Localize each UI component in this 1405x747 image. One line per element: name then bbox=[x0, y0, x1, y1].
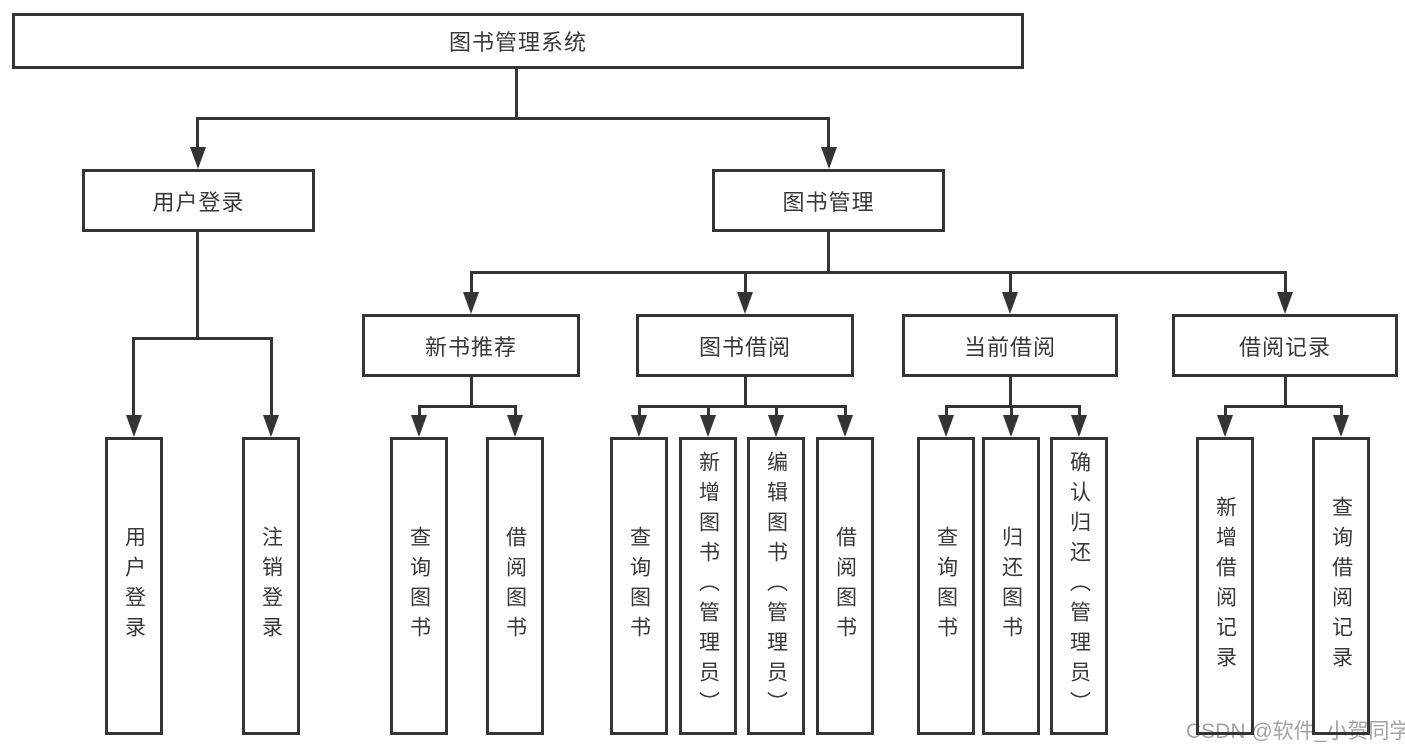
leaf-label: 新增图书（管理员） bbox=[696, 451, 720, 721]
arrow-down-icon bbox=[1003, 415, 1019, 437]
connector-line bbox=[470, 377, 473, 408]
leaf-label: 查询借阅记录 bbox=[1329, 496, 1353, 676]
leaf-label: 借阅图书 bbox=[503, 526, 527, 646]
arrow-down-icon bbox=[1333, 415, 1349, 437]
leaf-query-books-borrowing: 查询图书 bbox=[610, 437, 668, 735]
connector-line bbox=[196, 117, 199, 150]
connector-line bbox=[1009, 271, 1012, 294]
watermark: CSDN @软件_小贺同学 bbox=[1186, 720, 1405, 743]
connector-line bbox=[707, 405, 710, 417]
arrow-down-icon bbox=[463, 292, 479, 314]
connector-line bbox=[196, 232, 199, 337]
node-label: 图书管理 bbox=[782, 189, 875, 215]
leaf-label: 归还图书 bbox=[999, 526, 1023, 646]
leaf-query-books-recommend: 查询图书 bbox=[390, 437, 448, 735]
node-current-borrowing: 当前借阅 bbox=[902, 314, 1118, 377]
connector-line bbox=[132, 337, 135, 417]
node-label: 借阅记录 bbox=[1238, 334, 1331, 360]
connector-line bbox=[1340, 405, 1343, 417]
leaf-confirm-return-admin: 确认归还（管理员） bbox=[1050, 437, 1108, 735]
connector-line bbox=[638, 405, 641, 417]
leaf-label: 查询图书 bbox=[934, 526, 958, 646]
connector-line bbox=[1284, 271, 1287, 294]
leaf-query-borrow-record: 查询借阅记录 bbox=[1312, 437, 1370, 735]
arrow-down-icon bbox=[737, 292, 753, 314]
node-book-borrowing: 图书借阅 bbox=[636, 314, 854, 377]
node-library-system-root: 图书管理系统 bbox=[12, 13, 1024, 69]
node-book-management: 图书管理 bbox=[712, 169, 945, 232]
arrow-down-icon bbox=[700, 415, 716, 437]
leaf-label: 查询图书 bbox=[407, 526, 431, 646]
connector-line bbox=[1284, 377, 1287, 408]
node-label: 新书推荐 bbox=[424, 334, 517, 360]
connector-line bbox=[844, 405, 847, 417]
connector-line bbox=[418, 405, 517, 408]
leaf-user-login: 用户登录 bbox=[105, 437, 163, 735]
node-label: 用户登录 bbox=[152, 189, 245, 215]
leaf-label: 注销登录 bbox=[259, 526, 283, 646]
connector-line bbox=[1009, 377, 1012, 408]
arrow-down-icon bbox=[1277, 292, 1293, 314]
connector-line bbox=[1224, 405, 1342, 408]
arrow-down-icon bbox=[126, 415, 142, 437]
connector-line bbox=[132, 337, 273, 340]
leaf-add-book-admin: 新增图书（管理员） bbox=[679, 437, 737, 735]
leaf-label: 确认归还（管理员） bbox=[1067, 451, 1091, 721]
leaf-borrow-books-recommend: 借阅图书 bbox=[486, 437, 544, 735]
leaf-add-borrow-record: 新增借阅记录 bbox=[1196, 437, 1254, 735]
arrow-down-icon bbox=[263, 415, 279, 437]
connector-line bbox=[270, 337, 273, 417]
node-new-book-recommend: 新书推荐 bbox=[362, 314, 580, 377]
arrow-down-icon bbox=[1217, 415, 1233, 437]
connector-line bbox=[1224, 405, 1227, 417]
leaf-label: 编辑图书（管理员） bbox=[764, 451, 788, 721]
leaf-borrow-books-borrowing: 借阅图书 bbox=[816, 437, 874, 735]
arrow-down-icon bbox=[1002, 292, 1018, 314]
leaf-label: 查询图书 bbox=[627, 526, 651, 646]
connector-line bbox=[470, 271, 473, 294]
node-borrow-records: 借阅记录 bbox=[1172, 314, 1398, 377]
connector-line bbox=[470, 271, 1287, 274]
leaf-logout: 注销登录 bbox=[242, 437, 300, 735]
connector-line bbox=[945, 405, 948, 417]
leaf-return-book: 归还图书 bbox=[982, 437, 1040, 735]
arrow-down-icon bbox=[631, 415, 647, 437]
connector-line bbox=[196, 117, 830, 120]
connector-line bbox=[827, 117, 830, 150]
connector-line bbox=[775, 405, 778, 417]
connector-line bbox=[1078, 405, 1081, 417]
connector-line bbox=[514, 405, 517, 417]
connector-line bbox=[638, 405, 846, 408]
arrow-down-icon bbox=[938, 415, 954, 437]
leaf-label: 借阅图书 bbox=[833, 526, 857, 646]
arrow-down-icon bbox=[768, 415, 784, 437]
connector-line bbox=[515, 68, 518, 118]
arrow-down-icon bbox=[190, 147, 206, 169]
arrow-down-icon bbox=[837, 415, 853, 437]
connector-line bbox=[744, 377, 747, 408]
connector-line bbox=[1010, 405, 1013, 417]
leaf-query-books-current: 查询图书 bbox=[917, 437, 975, 735]
connector-line bbox=[827, 232, 830, 272]
leaf-edit-book-admin: 编辑图书（管理员） bbox=[747, 437, 805, 735]
arrow-down-icon bbox=[411, 415, 427, 437]
node-label: 图书借阅 bbox=[698, 334, 791, 360]
leaf-label: 用户登录 bbox=[122, 526, 146, 646]
arrow-down-icon bbox=[821, 147, 837, 169]
arrow-down-icon bbox=[1071, 415, 1087, 437]
connector-line bbox=[744, 271, 747, 294]
node-label: 当前借阅 bbox=[963, 334, 1056, 360]
node-user-login: 用户登录 bbox=[82, 169, 315, 232]
connector-line bbox=[418, 405, 421, 417]
arrow-down-icon bbox=[507, 415, 523, 437]
node-label: 图书管理系统 bbox=[448, 30, 587, 55]
leaf-label: 新增借阅记录 bbox=[1213, 496, 1237, 676]
